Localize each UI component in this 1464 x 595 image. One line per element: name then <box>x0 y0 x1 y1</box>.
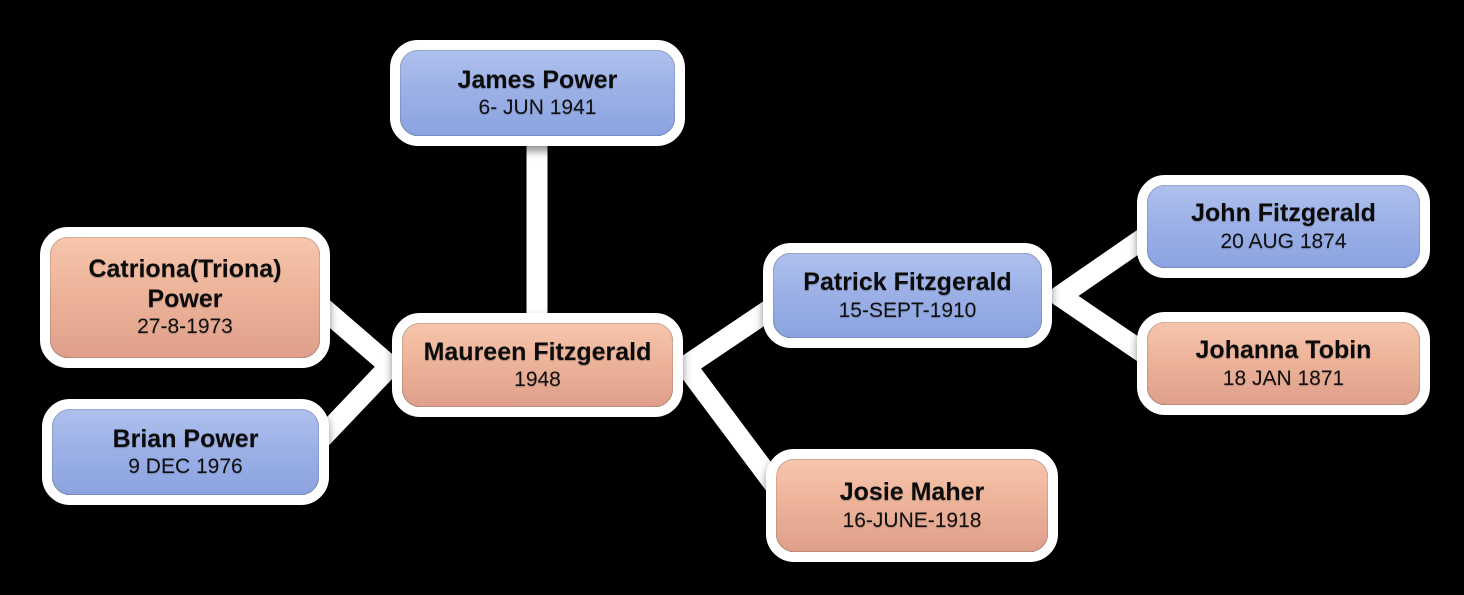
person-node-brian-power[interactable]: Brian Power 9 DEC 1976 <box>42 399 329 505</box>
person-name: John Fitzgerald <box>1191 199 1376 228</box>
person-node-james-power[interactable]: James Power 6- JUN 1941 <box>390 40 685 146</box>
person-date: 9 DEC 1976 <box>128 455 243 479</box>
person-date: 6- JUN 1941 <box>478 96 597 120</box>
person-name: Patrick Fitzgerald <box>803 268 1012 297</box>
person-node-catriona-power[interactable]: Catriona(Triona) Power 27-8-1973 <box>40 227 330 368</box>
person-date: 1948 <box>514 368 561 392</box>
person-date: 18 JAN 1871 <box>1222 366 1345 390</box>
person-date: 27-8-1973 <box>137 315 233 339</box>
person-node-johanna-tobin[interactable]: Johanna Tobin 18 JAN 1871 <box>1137 312 1430 415</box>
person-date: 15-SEPT-1910 <box>838 298 977 322</box>
person-name: Maureen Fitzgerald <box>423 337 652 366</box>
person-name: James Power <box>457 65 618 94</box>
person-name: Brian Power <box>112 424 259 453</box>
person-date: 16-JUNE-1918 <box>842 508 982 532</box>
person-name: Johanna Tobin <box>1195 336 1372 365</box>
person-node-john-fitzgerald[interactable]: John Fitzgerald 20 AUG 1874 <box>1137 175 1430 278</box>
person-name: Catriona(Triona) Power <box>88 255 282 313</box>
person-node-maureen-fitzgerald[interactable]: Maureen Fitzgerald 1948 <box>392 313 683 417</box>
person-node-josie-maher[interactable]: Josie Maher 16-JUNE-1918 <box>766 449 1058 562</box>
person-node-patrick-fitzgerald[interactable]: Patrick Fitzgerald 15-SEPT-1910 <box>763 243 1052 348</box>
person-name: Josie Maher <box>839 478 985 507</box>
person-date: 20 AUG 1874 <box>1220 229 1347 253</box>
